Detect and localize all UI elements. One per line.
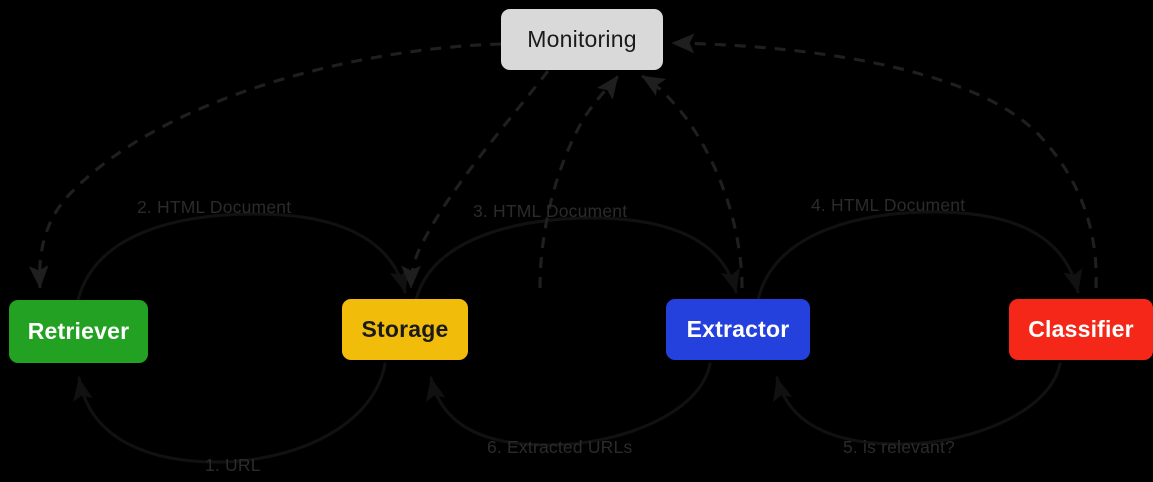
edge-stage-to-monitoring <box>641 74 744 289</box>
edge-monitoring-to-storage <box>401 70 550 289</box>
node-storage-label: Storage <box>361 316 449 342</box>
edge-extractor-to-storage <box>426 362 712 447</box>
node-storage[interactable]: Storage <box>342 299 468 360</box>
edge-storage-to-extractor <box>414 216 740 302</box>
edge-label-2-html-document: 2. HTML Document <box>137 197 292 217</box>
edge-monitoring-to-retriever <box>28 42 502 289</box>
edge-label-1-url: 1. URL <box>205 455 261 475</box>
edge-label-6-extracted-urls: 6. Extracted URLs <box>487 437 633 457</box>
edge-retriever-to-storage <box>76 212 409 302</box>
edge-monitoring-to-classifier <box>671 33 1098 289</box>
edge-extractor-to-monitoring <box>538 75 620 289</box>
edge-extractor-to-classifier <box>756 210 1083 302</box>
node-monitoring[interactable]: Monitoring <box>501 9 663 70</box>
node-extractor[interactable]: Extractor <box>666 299 810 360</box>
edge-label-3-html-document: 3. HTML Document <box>473 201 628 221</box>
node-classifier-label: Classifier <box>1028 316 1134 342</box>
edge-label-5-is-relevant: 5. is relevant? <box>843 437 955 457</box>
node-monitoring-label: Monitoring <box>527 26 637 52</box>
node-retriever-label: Retriever <box>27 318 130 344</box>
node-extractor-label: Extractor <box>686 316 790 342</box>
edge-storage-to-retriever <box>73 362 387 464</box>
node-retriever[interactable]: Retriever <box>9 300 148 363</box>
edge-label-4-html-document: 4. HTML Document <box>811 195 966 215</box>
node-classifier[interactable]: Classifier <box>1009 299 1153 360</box>
edge-classifier-to-extractor <box>773 362 1062 446</box>
